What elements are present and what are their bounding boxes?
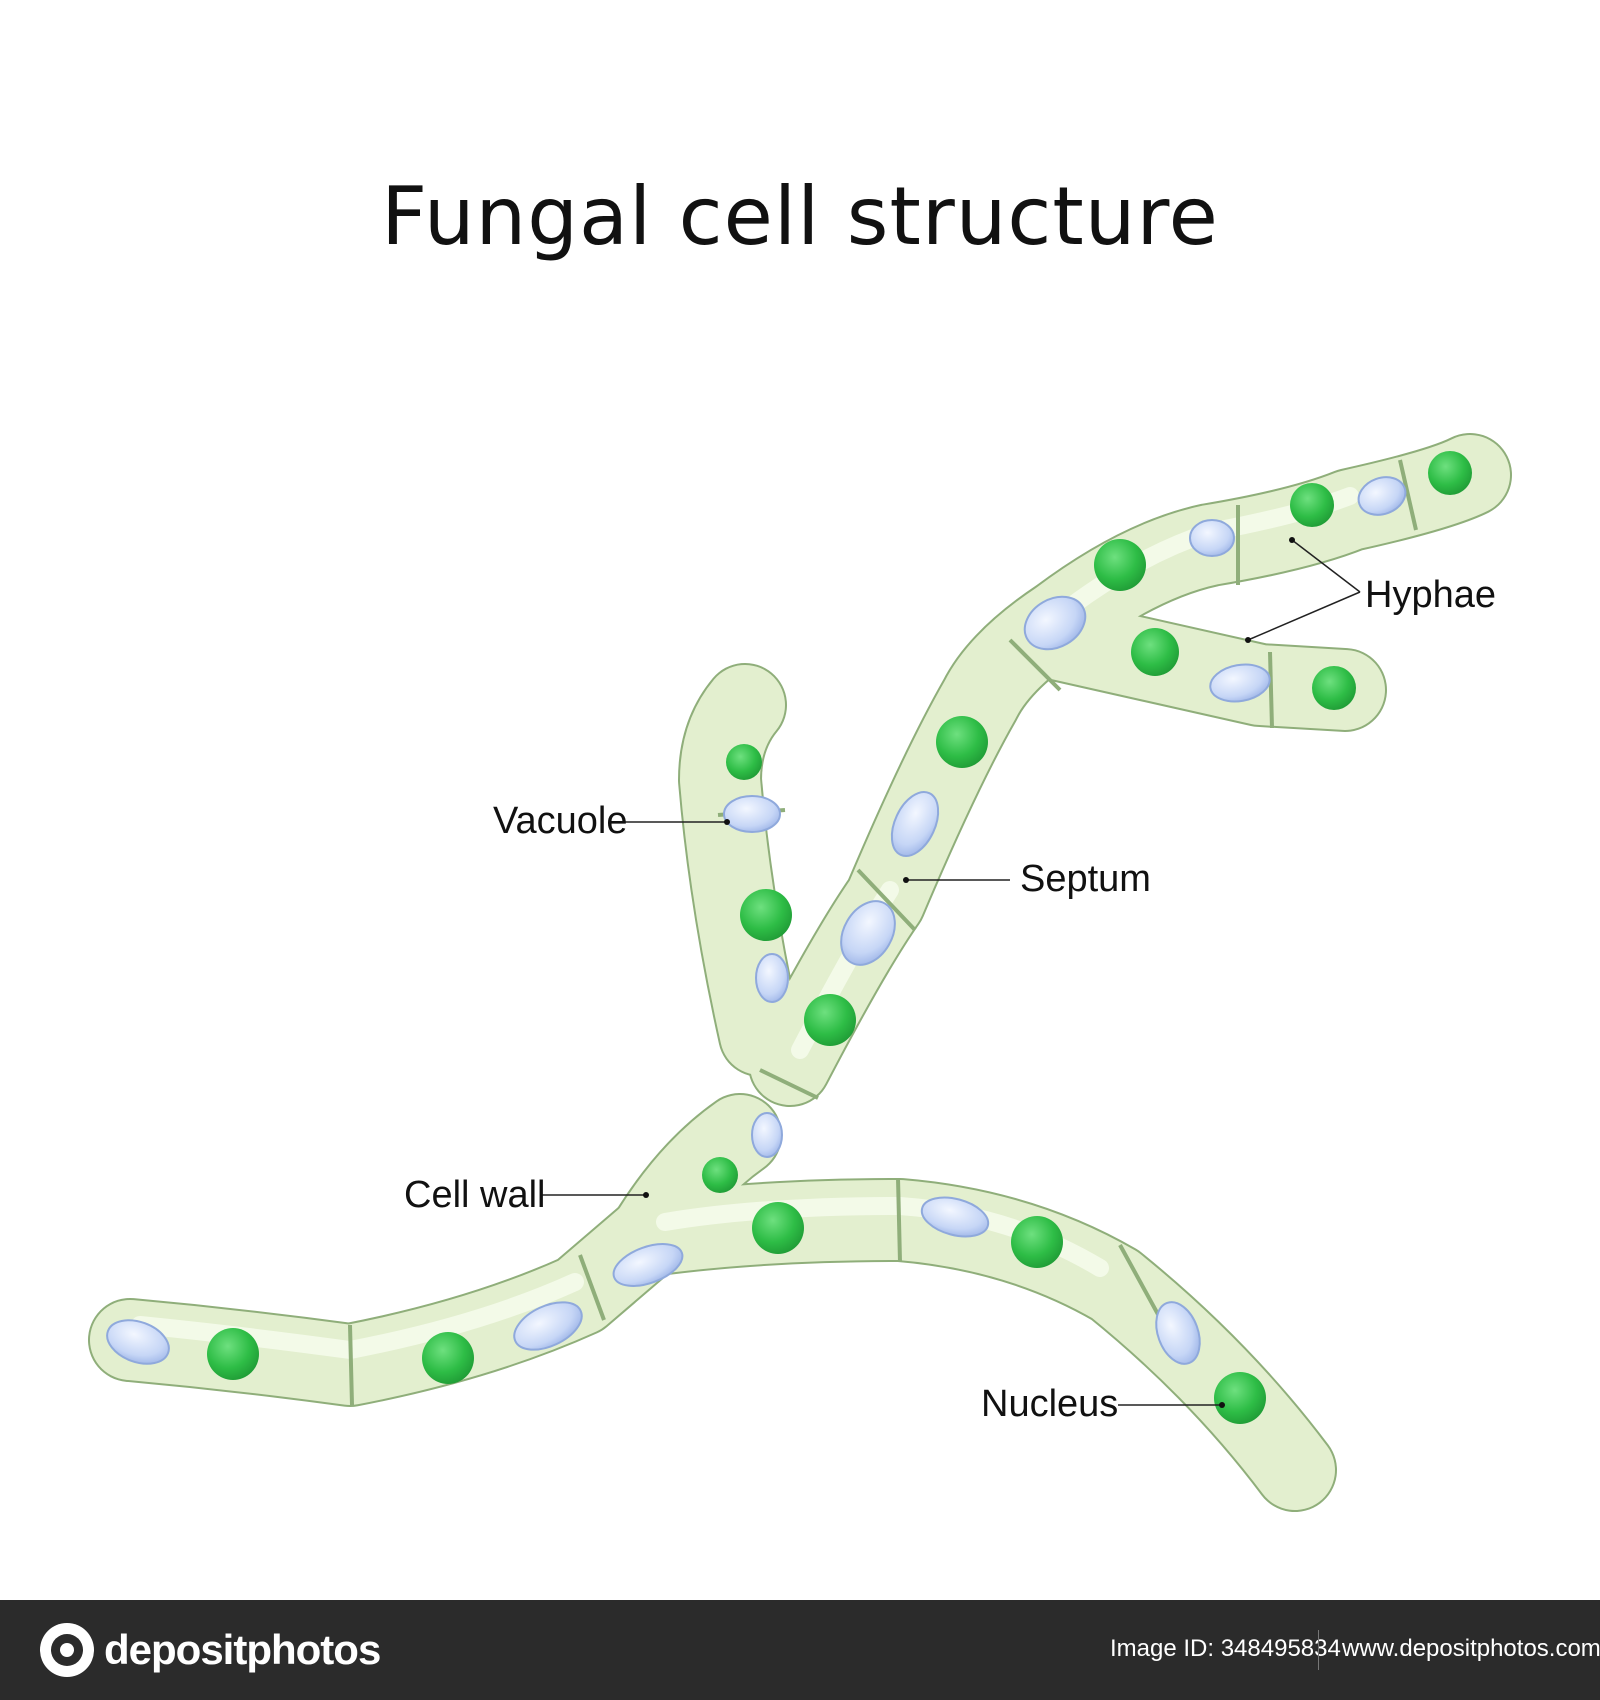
vacuole [612,1243,684,1287]
septa [348,459,1418,1406]
nucleus [752,1202,804,1254]
depositphotos-logo[interactable]: depositphotos [40,1620,381,1680]
vacuole [920,1196,990,1238]
vacuole [1189,519,1235,557]
nucleus [1011,1216,1063,1268]
footer-bar: depositphotos Image ID: 348495834 www.de… [0,1600,1600,1700]
label-vacuole: Vacuole [493,800,628,842]
vacuole [106,1319,170,1365]
nucleus [207,1328,259,1380]
label-cell-wall: Cell wall [404,1174,545,1216]
logo-text: depositphotos [104,1626,381,1673]
nucleus [936,716,988,768]
site-url[interactable]: www.depositphotos.com [1342,1635,1600,1662]
vacuole [890,791,940,857]
label-hyphae: Hyphae [1365,574,1496,616]
label-septum: Septum [1020,858,1151,900]
label-nucleus: Nucleus [981,1383,1118,1425]
camera-logo-icon [40,1623,94,1677]
nucleus [1428,451,1472,495]
nucleus [702,1157,738,1193]
nucleus [1131,628,1179,676]
nucleus [726,744,762,780]
hyphae-diagram: Hyphae Vacuole Septum Cell wall Nucleus [88,433,1512,1512]
nucleus [422,1332,474,1384]
leader-lines [541,539,1361,1406]
vacuole [751,1112,783,1158]
nucleus [1214,1372,1266,1424]
vacuole [513,1301,583,1351]
vacuole [840,900,896,966]
diagram-title: Fungal cell structure [381,170,1219,263]
nucleus [1290,483,1334,527]
nucleus [1094,539,1146,591]
leader-dots [643,537,1295,1408]
nuclei [207,451,1472,1424]
vacuole [1209,663,1271,703]
vacuole [723,795,781,833]
vacuole [1357,476,1407,516]
image-id: Image ID: 348495834 [1110,1635,1341,1662]
nucleus [1312,666,1356,710]
nucleus [804,994,856,1046]
vacuole [1023,595,1087,651]
vacuoles [106,476,1407,1365]
nucleus [740,889,792,941]
vacuole [755,953,789,1003]
vacuole [1155,1301,1201,1365]
footer-divider [1318,1630,1319,1670]
